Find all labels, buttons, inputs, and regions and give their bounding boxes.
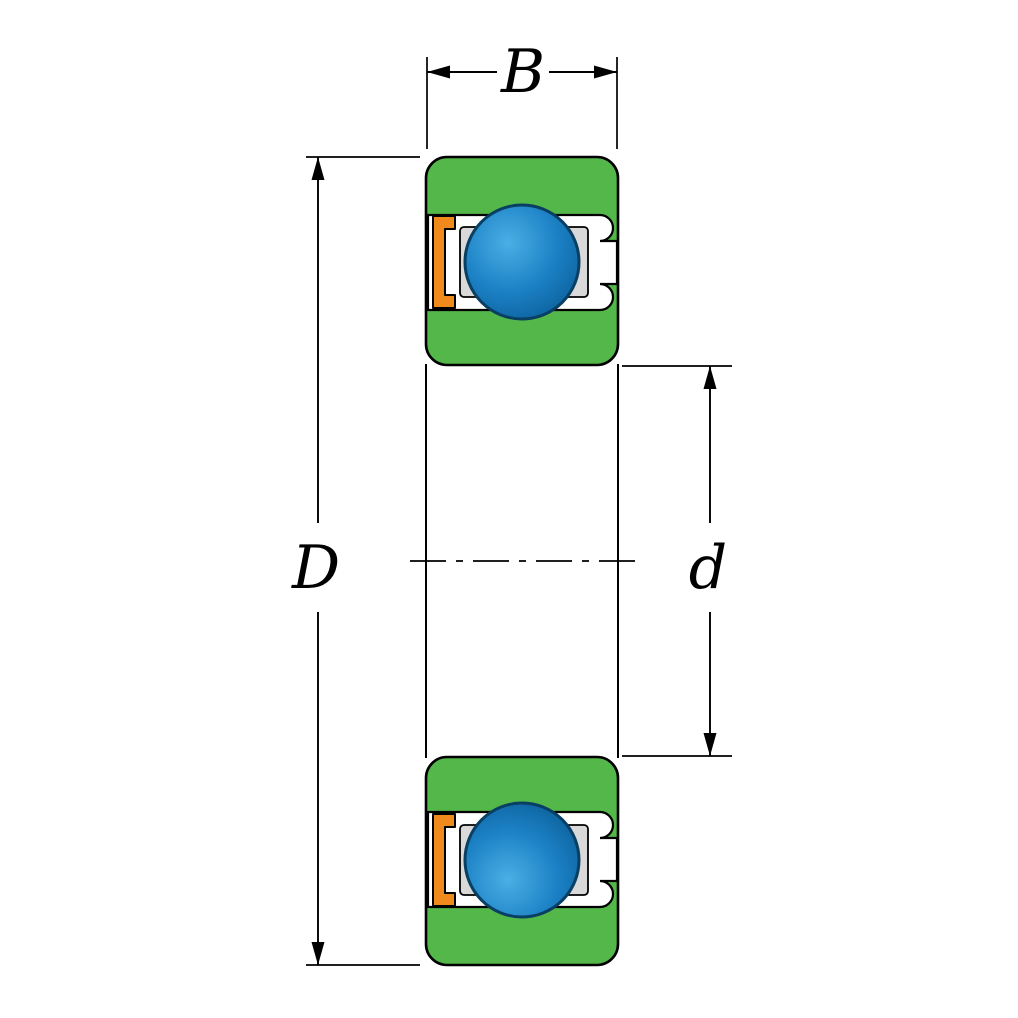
arrowhead-b-right xyxy=(594,65,617,79)
bearing-section-bottom xyxy=(424,755,620,967)
arrowhead-D-down xyxy=(311,942,325,965)
bearing-section-top xyxy=(424,155,620,367)
dimension-B: B xyxy=(426,37,618,149)
arrowhead-d-up xyxy=(703,366,717,389)
dim-label-outer-diameter: D xyxy=(291,533,340,603)
arrowhead-d-down xyxy=(703,733,717,756)
dim-label-width: B xyxy=(500,37,545,107)
dimension-D: D xyxy=(291,156,420,966)
dimension-d: d xyxy=(622,365,732,757)
dim-label-bore: d xyxy=(689,533,727,603)
arrowhead-D-up xyxy=(311,157,325,180)
arrowhead-b-left xyxy=(427,65,450,79)
